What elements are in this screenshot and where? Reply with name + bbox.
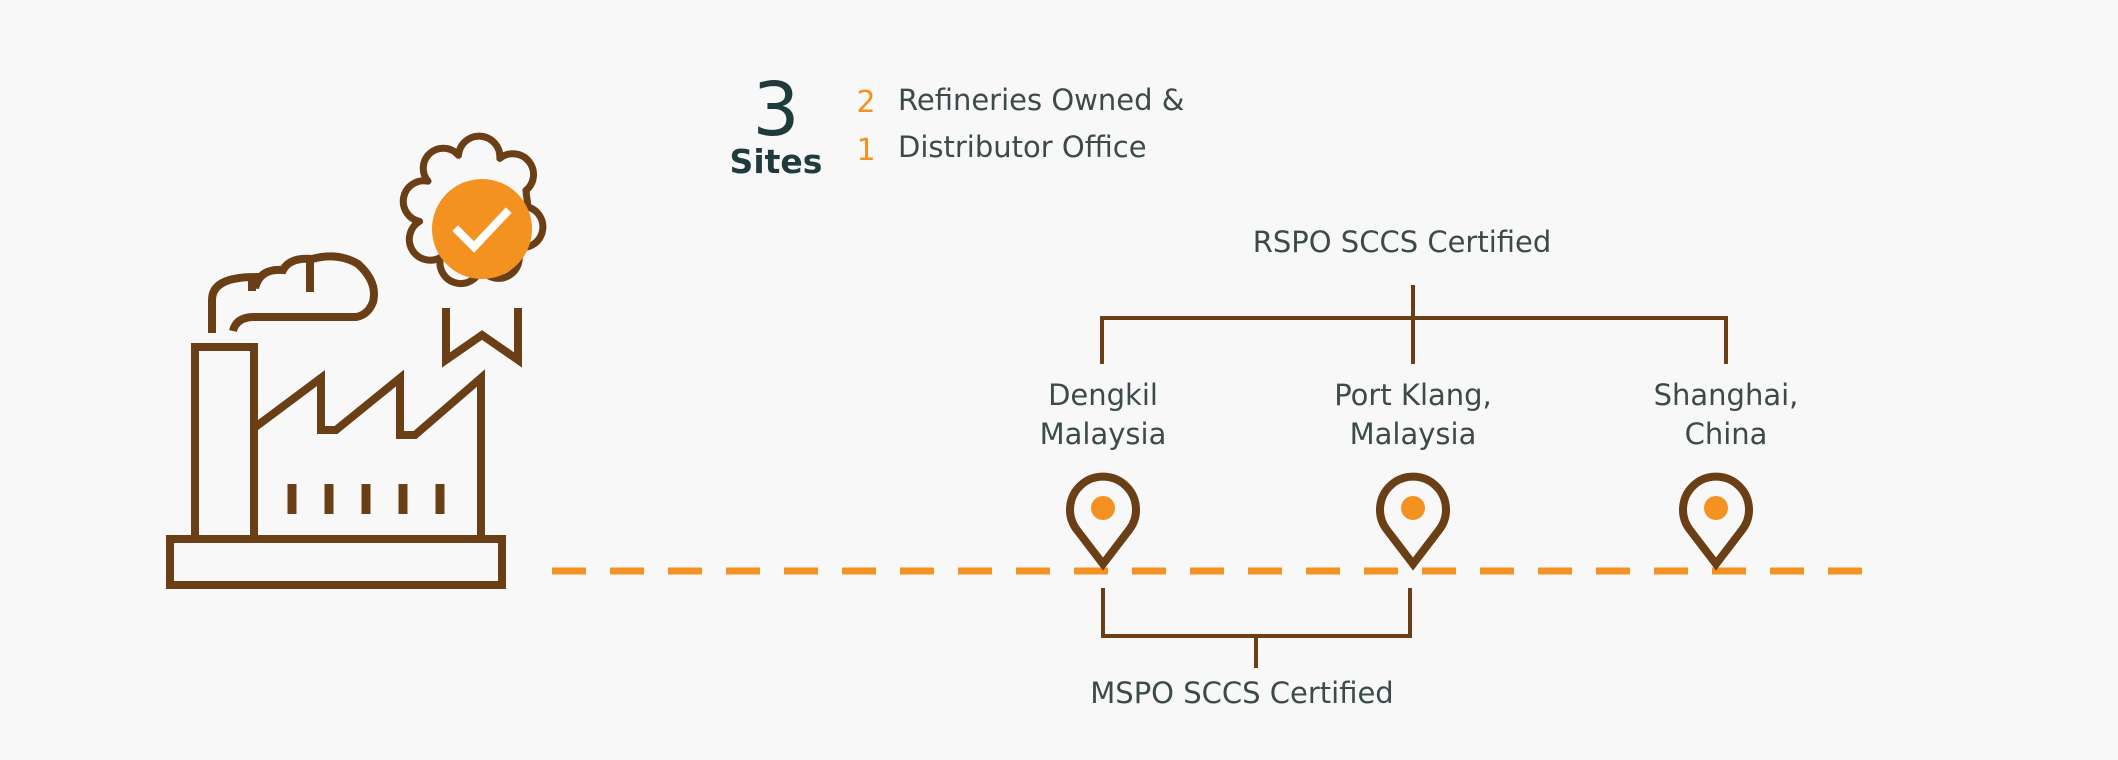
site-label-line2: Malaysia [1040,417,1167,451]
site-label-line2: China [1685,417,1768,451]
sites-count: 3 [752,67,799,153]
refineries-count: 2 [856,85,875,120]
office-label: Distributor Office [898,130,1147,164]
site-dengkil: Dengkil Malaysia [1040,378,1167,451]
rspo-label: RSPO SCCS Certified [1253,225,1552,259]
office-count: 1 [856,133,875,168]
mspo-label: MSPO SCCS Certified [1090,676,1393,710]
site-label-line2: Malaysia [1350,417,1477,451]
refineries-label: Refineries Owned & [898,83,1184,117]
location-pin-icon [1066,472,1140,571]
site-shanghai: Shanghai, China [1654,378,1799,451]
location-pin-icon [1679,472,1753,571]
rspo-bracket [1100,285,1728,364]
location-pin-icon [1376,472,1450,571]
sites-summary: 3 Sites 2 Refineries Owned & 1 Distribut… [730,67,1185,181]
site-label-line1: Shanghai, [1654,378,1799,412]
certified-badge-icon [399,132,547,368]
site-label-line1: Port Klang, [1334,378,1492,412]
site-port-klang: Port Klang, Malaysia [1334,378,1492,451]
rspo-certification-group: RSPO SCCS Certified [1100,225,1728,364]
mspo-certification-group: MSPO SCCS Certified [1090,588,1412,710]
sites-count-label: Sites [730,142,823,181]
site-label-line1: Dengkil [1048,378,1158,412]
factory-icon [166,252,506,589]
mspo-bracket [1101,588,1412,668]
